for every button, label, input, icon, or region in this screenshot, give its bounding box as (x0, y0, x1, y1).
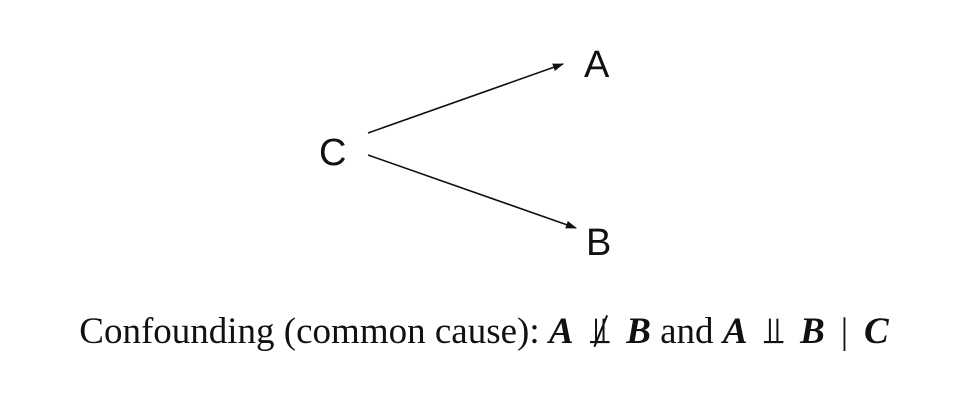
caption-var-a: A (548, 311, 574, 352)
caption: Confounding (common cause): A ⫫ B and A … (0, 310, 968, 353)
edge-c-to-a (367, 63, 565, 134)
caption-conjunction: and (660, 311, 714, 352)
edge-c-to-b (367, 154, 578, 229)
caption-var-b: B (626, 311, 651, 352)
caption-var-a-2: A (722, 311, 748, 352)
caption-var-b-2: B (800, 311, 825, 352)
node-b: B (586, 222, 611, 264)
caption-prefix: Confounding (common cause): (79, 311, 540, 352)
causal-diagram: C A B (319, 44, 611, 264)
node-a: A (584, 44, 610, 86)
not-independent-symbol: ⫫ (589, 311, 611, 352)
given-symbol: | (840, 311, 849, 352)
independent-symbol: ⫫ (763, 311, 785, 352)
caption-var-c: C (864, 311, 889, 352)
node-c: C (319, 132, 346, 174)
